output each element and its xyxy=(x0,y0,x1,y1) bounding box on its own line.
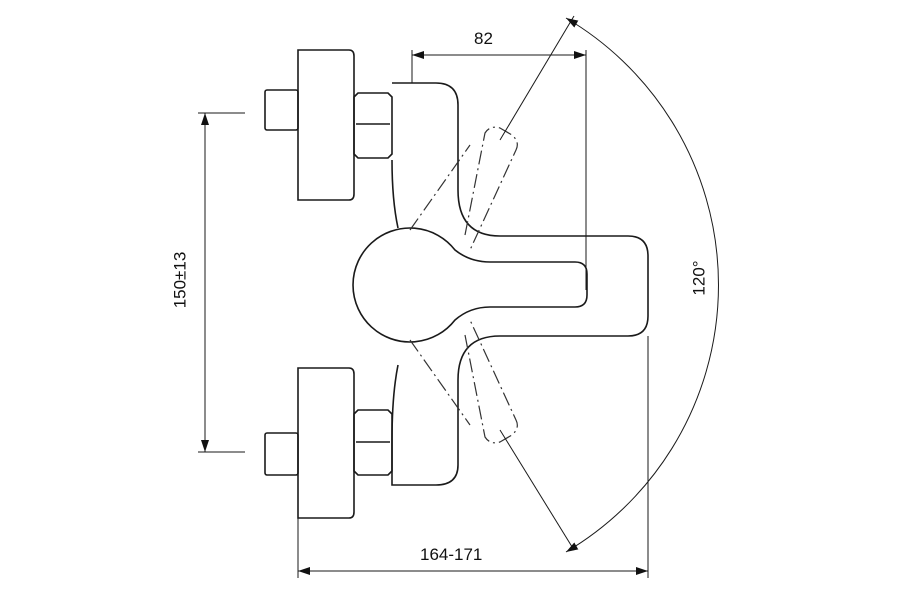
dimension-120-angle xyxy=(499,15,719,553)
bottom-inlet-connection xyxy=(264,367,393,519)
top-threaded-stub xyxy=(264,89,299,131)
dimension-150-label: 150±13 xyxy=(170,251,190,309)
top-inlet-connection xyxy=(264,49,393,201)
bottom-threaded-stub xyxy=(264,432,299,476)
top-hex-nut xyxy=(353,92,393,159)
dimension-164-171-label: 164-171 xyxy=(420,545,483,564)
dimension-82 xyxy=(411,50,587,290)
top-flange xyxy=(297,49,355,201)
dimension-120-label: 120° xyxy=(689,260,709,296)
dimension-82-label: 82 xyxy=(474,29,493,48)
bottom-hex-nut xyxy=(353,409,393,476)
dimension-150 xyxy=(198,112,245,453)
mixer-body xyxy=(391,82,649,486)
bottom-flange xyxy=(297,367,355,519)
lever-alt-position-up xyxy=(464,126,518,251)
dimension-164-171 xyxy=(297,336,649,578)
mixer-lever xyxy=(352,227,588,343)
lever-alt-position-down xyxy=(409,144,518,444)
